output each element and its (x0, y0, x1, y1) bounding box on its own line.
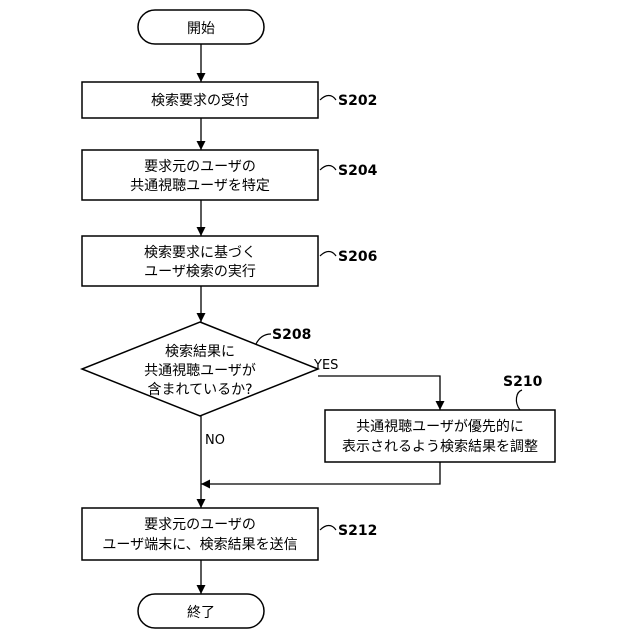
process-s210: 共通視聴ユーザが優先的に 表示されるよう検索結果を調整 (325, 410, 555, 462)
s208-step-label: S208 (272, 327, 311, 343)
process-s206-text-line1: 検索要求に基づく (144, 244, 256, 261)
end-terminal: 終了 (138, 594, 264, 628)
start-terminal-text: 開始 (187, 21, 215, 37)
s204-leader-line (320, 166, 336, 171)
process-s212-text-line1: 要求元のユーザの (144, 517, 256, 533)
s208-leader-line (256, 334, 271, 344)
process-s212-text-line2: ユーザ端末に、検索結果を送信 (102, 536, 297, 553)
no-branch-label: NO (205, 433, 225, 448)
process-s202-text: 検索要求の受付 (151, 92, 249, 109)
yes-branch-label: YES (313, 358, 338, 373)
process-s206: 検索要求に基づく ユーザ検索の実行 (82, 236, 318, 286)
decision-s208-text-line1: 検索結果に (165, 343, 235, 360)
s212-leader-line (320, 526, 336, 531)
s212-step-label: S212 (338, 523, 377, 539)
s210-leader-line (516, 390, 522, 410)
s202-leader-line (320, 96, 336, 101)
end-terminal-text: 終了 (187, 605, 215, 621)
edge-s210-merge (201, 462, 440, 484)
process-s210-text-line2: 表示されるよう検索結果を調整 (342, 438, 538, 455)
s210-step-label: S210 (503, 374, 543, 390)
s204-step-label: S204 (338, 163, 378, 179)
s206-step-label: S206 (338, 249, 377, 265)
process-s204-text-line1: 要求元のユーザの (144, 159, 256, 175)
process-s204: 要求元のユーザの 共通視聴ユーザを特定 (82, 150, 318, 200)
start-terminal: 開始 (138, 10, 264, 44)
s206-leader-line (320, 252, 336, 257)
decision-s208-text-line2: 共通視聴ユーザが (144, 363, 256, 379)
decision-s208-text-line3: 含まれているか? (147, 382, 252, 398)
process-s212: 要求元のユーザの ユーザ端末に、検索結果を送信 (82, 508, 318, 560)
process-s210-text-line1: 共通視聴ユーザが優先的に (356, 419, 524, 435)
process-s202: 検索要求の受付 (82, 82, 318, 118)
process-s206-text-line2: ユーザ検索の実行 (144, 263, 256, 280)
process-s204-text-line2: 共通視聴ユーザを特定 (130, 178, 270, 194)
edge-s208-yes-to-s210 (318, 376, 440, 410)
s202-step-label: S202 (338, 93, 377, 109)
